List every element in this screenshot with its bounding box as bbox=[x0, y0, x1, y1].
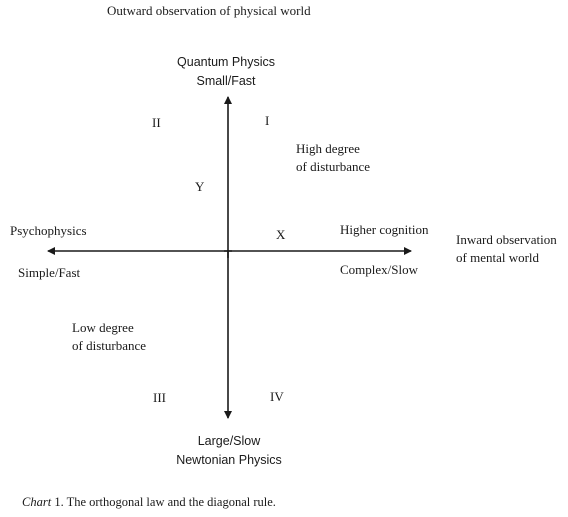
quadrant-four-label: IV bbox=[270, 389, 284, 404]
inward-observation-line2: of mental world bbox=[456, 250, 540, 265]
complex-slow-label: Complex/Slow bbox=[340, 262, 419, 277]
high-disturbance-line1: High degree bbox=[296, 141, 360, 156]
quadrant-one-label: I bbox=[265, 113, 270, 128]
caption-text: 1. The orthogonal law and the diagonal r… bbox=[51, 495, 276, 509]
outward-observation-heading: Outward observation of physical world bbox=[107, 3, 311, 18]
quantum-physics-label: Quantum Physics bbox=[177, 55, 275, 69]
higher-cognition-label: Higher cognition bbox=[340, 222, 429, 237]
y-axis-name: Y bbox=[195, 179, 205, 194]
newtonian-physics-label: Newtonian Physics bbox=[176, 453, 282, 467]
low-disturbance-line1: Low degree bbox=[72, 320, 134, 335]
high-disturbance-line2: of disturbance bbox=[296, 159, 371, 174]
small-fast-label: Small/Fast bbox=[196, 74, 256, 88]
caption-label: Chart bbox=[22, 495, 52, 509]
quadrant-two-label: II bbox=[152, 115, 161, 130]
inward-observation-line1: Inward observation bbox=[456, 232, 557, 247]
large-slow-label: Large/Slow bbox=[197, 434, 261, 448]
psychophysics-label: Psychophysics bbox=[10, 223, 87, 238]
quadrant-three-label: III bbox=[153, 390, 166, 405]
figure-caption: Chart 1. The orthogonal law and the diag… bbox=[22, 495, 276, 510]
x-axis-name: X bbox=[276, 227, 286, 242]
simple-fast-label: Simple/Fast bbox=[18, 265, 81, 280]
low-disturbance-line2: of disturbance bbox=[72, 338, 147, 353]
